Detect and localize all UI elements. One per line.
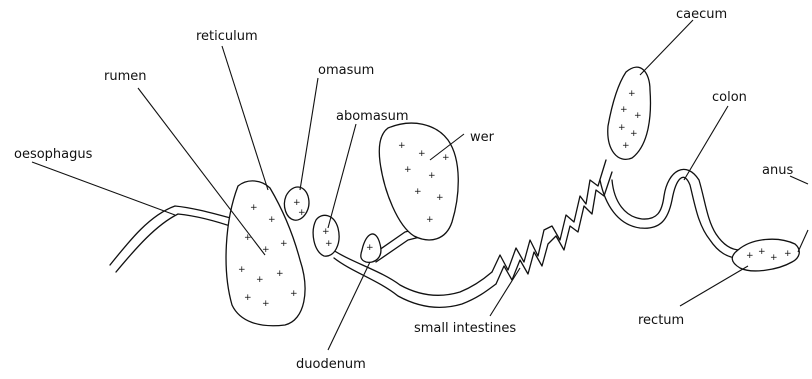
label-rectum: rectum	[638, 313, 684, 328]
label-colon: colon	[712, 90, 747, 105]
dot: +	[634, 111, 642, 121]
dot: +	[414, 187, 422, 197]
leader-abomasum	[328, 124, 356, 228]
dot: +	[746, 251, 754, 261]
dot: +	[784, 249, 792, 259]
dot: +	[322, 227, 330, 237]
dot: +	[276, 269, 284, 279]
dot: +	[244, 293, 252, 303]
label-liver: wer	[470, 130, 495, 145]
dot: +	[398, 141, 406, 151]
duodenum-tube	[330, 248, 492, 295]
dot: +	[262, 299, 270, 309]
dot: +	[758, 247, 766, 257]
leader-colon	[684, 106, 728, 180]
leader-duodenum	[328, 262, 370, 350]
dot: +	[293, 198, 301, 208]
colon-tube-inner	[612, 169, 740, 250]
leader-oesophagus	[32, 162, 175, 215]
dot: +	[436, 193, 444, 203]
dot: +	[298, 208, 306, 218]
leader-reticulum	[222, 46, 268, 190]
dot: +	[630, 129, 638, 139]
dot: +	[280, 239, 288, 249]
dot: +	[618, 123, 626, 133]
label-rumen: rumen	[104, 69, 147, 84]
dot: +	[770, 253, 778, 263]
dot: +	[426, 215, 434, 225]
dot: +	[628, 89, 636, 99]
dot: +	[366, 243, 374, 253]
colon-tube	[600, 177, 738, 258]
dot: +	[442, 153, 450, 163]
leader-small-intestines	[490, 268, 520, 316]
dot: +	[404, 165, 412, 175]
label-anus: anus	[762, 163, 793, 178]
dot: +	[268, 215, 276, 225]
leader-caecum	[640, 20, 693, 75]
oesophagus-tube-inner	[116, 214, 236, 272]
dot: +	[290, 289, 298, 299]
duodenum-tube-inner	[334, 258, 496, 307]
dot: +	[256, 275, 264, 285]
label-oesophagus: oesophagus	[14, 147, 93, 162]
dot: +	[622, 141, 630, 151]
liver-shape	[379, 123, 458, 240]
label-omasum: omasum	[318, 63, 374, 78]
small-intestine-coil	[492, 160, 606, 272]
label-duodenum: duodenum	[296, 357, 366, 372]
bile-duct-inner	[376, 236, 424, 262]
small-intestine-coil-inner	[496, 172, 612, 284]
dot: +	[238, 265, 246, 275]
leader-omasum	[300, 78, 318, 190]
label-reticulum: reticulum	[196, 29, 258, 44]
leader-anus-tip	[798, 230, 808, 252]
dot: +	[428, 171, 436, 181]
dot: +	[325, 239, 333, 249]
label-caecum: caecum	[676, 7, 727, 22]
dot: +	[262, 245, 270, 255]
label-small-intestines: small intestines	[414, 321, 516, 336]
leader-rumen	[138, 88, 265, 255]
leader-rectum	[680, 266, 748, 306]
dot: +	[418, 149, 426, 159]
dot: +	[244, 233, 252, 243]
dot: +	[250, 203, 258, 213]
label-abomasum: abomasum	[336, 109, 408, 124]
dot: +	[620, 105, 628, 115]
